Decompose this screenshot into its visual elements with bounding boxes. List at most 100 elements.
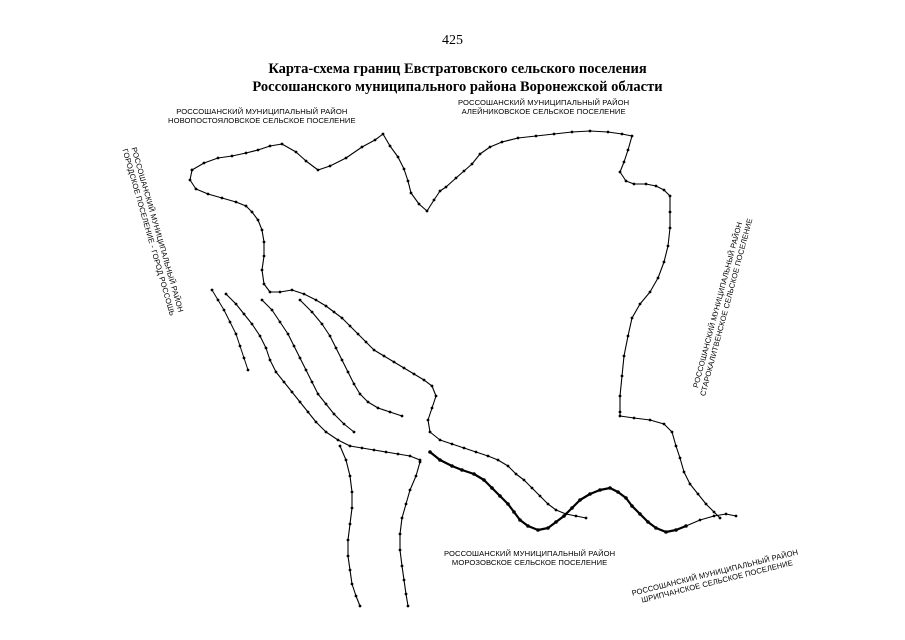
map-title-line-2: Россошанского муниципального района Воро…	[252, 79, 663, 95]
boundary-vertex	[684, 524, 688, 528]
boundary-vertex	[482, 478, 486, 482]
boundary-vertex	[344, 458, 348, 462]
boundary-vertex	[244, 151, 248, 155]
neighbor-label-north-east: РОССОШАНСКИЙ МУНИЦИПАЛЬНЫЙ РАЙОН АЛЕЙНИК…	[458, 98, 629, 116]
boundary-vertex	[216, 298, 220, 302]
boundary-vertex	[546, 502, 550, 506]
boundary-vertex	[406, 179, 410, 183]
boundary-vertex	[372, 348, 376, 352]
boundary-vertex	[412, 372, 416, 376]
boundary-vertex	[624, 496, 628, 500]
boundary-vertex	[490, 486, 494, 490]
boundary-vertex	[360, 446, 364, 450]
boundary-vertex	[422, 378, 426, 382]
boundary-vertex	[398, 532, 402, 536]
boundary-vertex	[616, 490, 620, 494]
neighbor-label-south: РОССОШАНСКИЙ МУНИЦИПАЛЬНЫЙ РАЙОН МОРОЗОВ…	[444, 549, 615, 567]
boundary-vertex	[554, 508, 558, 512]
boundary-vertex	[430, 406, 434, 410]
boundary-vertex	[340, 316, 344, 320]
boundary-vertex	[438, 458, 442, 462]
boundary-vertex	[618, 410, 622, 414]
boundary-vertex	[344, 156, 348, 160]
boundary-vertex	[417, 202, 421, 206]
boundary-vertex	[588, 492, 592, 496]
boundary-vertex	[554, 520, 558, 524]
boundary-vertex	[246, 368, 250, 372]
boundary-vertex	[624, 179, 628, 183]
boundary-vertex	[654, 526, 658, 530]
boundary-vertex	[396, 452, 400, 456]
boundary-vertex	[588, 129, 592, 133]
boundary-vertex	[338, 444, 342, 448]
boundary-vertex	[324, 430, 328, 434]
neighbor-label-north-west-line-2: НОВОПОСТОЯЛОВСКОЕ СЕЛЬСКОЕ ПОСЕЛЕНИЕ	[168, 116, 356, 125]
boundary-vertex	[646, 520, 650, 524]
boundary-vertex	[682, 470, 686, 474]
boundary-vertex	[570, 130, 574, 134]
boundary-vertex	[242, 312, 246, 316]
boundary-vertex	[444, 185, 448, 189]
boundary-vertex	[278, 290, 282, 294]
boundary-vertex	[626, 334, 630, 338]
boundary-vertex	[342, 422, 346, 426]
boundary-outer	[191, 130, 721, 519]
boundary-vertex	[470, 162, 474, 166]
boundary-vertex	[534, 134, 538, 138]
boundary-vertex	[234, 200, 238, 204]
boundary-vertex	[622, 160, 626, 164]
boundary-vertex	[290, 390, 294, 394]
boundary-vertex	[202, 161, 206, 165]
boundary-vertex	[364, 340, 368, 344]
boundary-vertex	[238, 344, 242, 348]
boundary-vertex	[404, 592, 408, 596]
boundary-vertex	[668, 194, 672, 198]
boundary-vertex	[250, 210, 254, 214]
boundary-vertex	[392, 360, 396, 364]
boundary-vertex	[286, 332, 290, 336]
boundary-vertex	[584, 516, 588, 520]
boundary-vertex	[434, 394, 438, 398]
boundary-vertex	[298, 298, 302, 302]
boundary-vertex	[282, 380, 286, 384]
boundary-vertex	[332, 310, 336, 314]
boundary-vertex	[210, 288, 214, 292]
boundary-vertex	[666, 244, 670, 248]
boundary-vertex	[336, 438, 340, 442]
boundary-vertex	[552, 132, 556, 136]
boundary-vertex	[278, 320, 282, 324]
boundary-vertex	[409, 191, 413, 195]
boundary-vertex	[372, 448, 376, 452]
boundary-inner-west	[225, 293, 421, 461]
boundary-vertex	[474, 450, 478, 454]
boundary-vertex	[304, 159, 308, 163]
boundary-vertex	[402, 366, 406, 370]
boundary-vertex	[674, 444, 678, 448]
boundary-vertex	[270, 308, 274, 312]
boundary-vertex	[718, 516, 722, 520]
neighbor-label-north-west: РОССОШАНСКИЙ МУНИЦИПАЛЬНЫЙ РАЙОН НОВОПОС…	[168, 107, 356, 125]
boundary-vertex	[620, 132, 624, 136]
boundary-vertex	[630, 134, 634, 138]
boundary-vertex	[262, 282, 266, 286]
boundary-vertex	[564, 512, 568, 516]
boundary-vertex	[348, 474, 352, 478]
boundary-vertex	[438, 189, 442, 193]
boundary-vertex	[638, 512, 642, 516]
boundary-vertex	[408, 488, 412, 492]
boundary-vertex	[408, 454, 412, 458]
boundary-vertex	[358, 604, 362, 608]
boundary-vertex	[234, 302, 238, 306]
boundary-vertex	[340, 358, 344, 362]
boundary-vertex	[606, 130, 610, 134]
boundary-vertex	[406, 604, 410, 608]
boundary-vertex	[314, 420, 318, 424]
boundary-west-spur	[189, 169, 587, 519]
boundary-vertex	[688, 482, 692, 486]
boundary-vertex	[644, 182, 648, 186]
boundary-vertex	[696, 492, 700, 496]
boundary-vertex	[316, 392, 320, 396]
boundary-vertex	[668, 226, 672, 230]
boundary-vertex	[388, 144, 392, 148]
